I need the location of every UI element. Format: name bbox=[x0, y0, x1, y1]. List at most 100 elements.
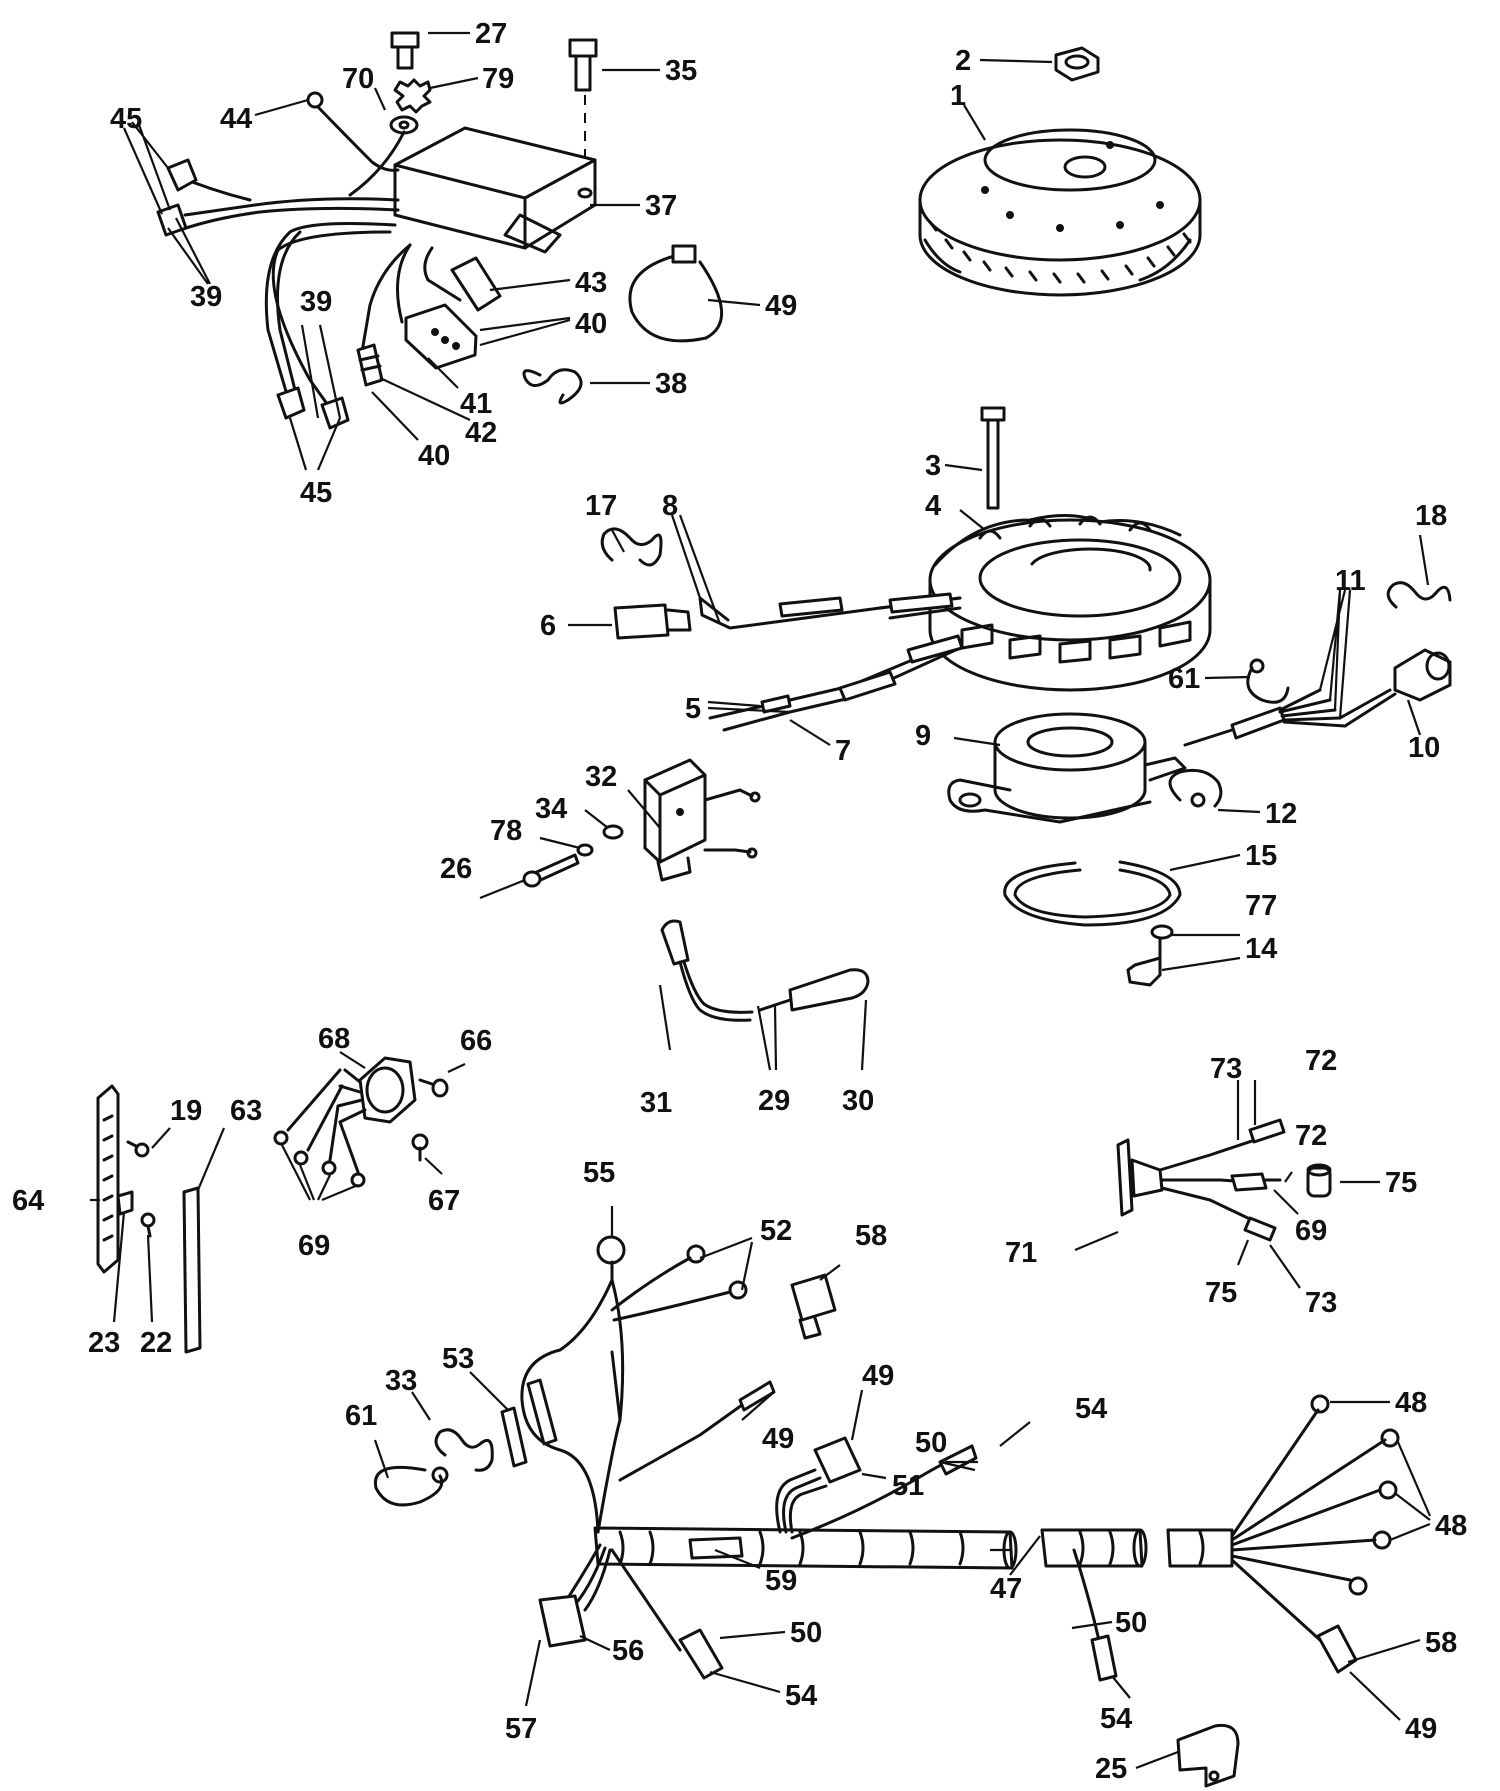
timer-leads bbox=[708, 634, 964, 732]
callout-10: 10 bbox=[1408, 732, 1440, 764]
retaining-ring bbox=[1003, 860, 1182, 927]
callout-67: 69 bbox=[298, 1230, 330, 1262]
callout-41: 41 bbox=[460, 388, 492, 420]
callout-75: 75 bbox=[1385, 1167, 1417, 1199]
callout-51: 51 bbox=[892, 1470, 924, 1502]
harness-wires bbox=[173, 173, 462, 417]
rectifier bbox=[1116, 1118, 1286, 1242]
timer-base bbox=[947, 712, 1187, 824]
callout-8: 7 bbox=[835, 735, 851, 767]
callout-73-bottom: 75 bbox=[1205, 1277, 1237, 1309]
cover-62 bbox=[182, 1186, 202, 1354]
stator-bolt bbox=[980, 406, 1006, 510]
callout-59: 59 bbox=[765, 1565, 797, 1597]
callout-38: 38 bbox=[655, 368, 687, 400]
screw-19 bbox=[126, 1140, 150, 1158]
screw-22 bbox=[140, 1212, 156, 1238]
clip-23 bbox=[116, 1190, 134, 1216]
callout-73-top: 73 bbox=[1210, 1053, 1242, 1085]
spark-plug-lead-31 bbox=[660, 919, 754, 1022]
callout-58-top: 58 bbox=[855, 1220, 887, 1252]
strap-12 bbox=[1168, 768, 1223, 808]
callout-61-bottom: 61 bbox=[345, 1400, 377, 1432]
callout-7: 8 bbox=[662, 490, 678, 522]
callout-58-bottom: 58 bbox=[1425, 1627, 1457, 1659]
callout-62: 63 bbox=[230, 1095, 262, 1127]
power-pack bbox=[348, 126, 597, 254]
fuse-53 bbox=[500, 1406, 528, 1468]
main-wire-harness bbox=[593, 1526, 1234, 1570]
callout-34: 34 bbox=[535, 793, 567, 825]
callout-3: 3 bbox=[925, 450, 941, 482]
terminal-strip bbox=[96, 1084, 120, 1274]
callout-54-top: 54 bbox=[1075, 1393, 1107, 1425]
clip-14 bbox=[1126, 956, 1162, 987]
callout-79: 79 bbox=[482, 63, 514, 95]
connector-75 bbox=[1306, 1163, 1332, 1198]
bolt-35 bbox=[568, 38, 598, 175]
strap-61-bottom bbox=[373, 1465, 449, 1507]
callout-48-right: 48 bbox=[1435, 1510, 1467, 1542]
callout-31: 31 bbox=[640, 1087, 672, 1119]
clamp-25 bbox=[1176, 1723, 1240, 1788]
retainer-38 bbox=[522, 368, 583, 405]
callout-57: 57 bbox=[505, 1713, 537, 1745]
callout-35: 35 bbox=[665, 55, 697, 87]
lock-washer bbox=[393, 78, 432, 114]
callout-50-right: 50 bbox=[1115, 1607, 1147, 1639]
callout-39-left: 39 bbox=[190, 281, 222, 313]
harness-left-branches bbox=[520, 1235, 1118, 1682]
callout-2: 2 bbox=[955, 45, 971, 77]
callout-27: 27 bbox=[475, 18, 507, 50]
callout-68: 70 bbox=[342, 63, 374, 95]
screw-64 bbox=[418, 1078, 449, 1098]
callout-45-top: 45 bbox=[110, 103, 142, 135]
callout-32: 32 bbox=[585, 761, 617, 793]
cable-strap bbox=[628, 244, 723, 343]
callout-77: 77 bbox=[1245, 890, 1277, 922]
bolt-27 bbox=[390, 31, 420, 70]
screw-77 bbox=[1150, 924, 1174, 958]
flywheel-nut bbox=[1054, 46, 1100, 82]
callout-14: 14 bbox=[1245, 933, 1277, 965]
callout-1: 1 bbox=[950, 80, 966, 112]
callout-25: 25 bbox=[1095, 1753, 1127, 1785]
screw-26 bbox=[522, 853, 580, 888]
callout-42: 42 bbox=[465, 417, 497, 449]
callout-12: 12 bbox=[1265, 798, 1297, 830]
callout-63: 64 bbox=[12, 1185, 44, 1217]
retainer-18 bbox=[1386, 581, 1452, 609]
callout-44: 44 bbox=[220, 103, 252, 135]
retainer-33 bbox=[434, 1428, 494, 1472]
callout-47: 47 bbox=[990, 1573, 1022, 1605]
spark-plug-lead-30 bbox=[758, 968, 870, 1012]
solenoid-66 bbox=[273, 1056, 417, 1188]
callout-43: 43 bbox=[575, 267, 607, 299]
callout-11: 11 bbox=[1335, 565, 1366, 597]
lock-washer-78 bbox=[576, 843, 594, 857]
ignition-coil bbox=[643, 758, 761, 882]
callout-6: 6 bbox=[540, 610, 556, 642]
callout-54-bottom: 54 bbox=[1100, 1703, 1132, 1735]
connector-58-top bbox=[790, 1273, 837, 1340]
callout-39-right: 39 bbox=[300, 286, 332, 318]
callout-49-middle: 49 bbox=[762, 1423, 794, 1455]
callout-4: 4 bbox=[925, 490, 941, 522]
callout-22: 22 bbox=[140, 1327, 172, 1359]
stator-leads bbox=[698, 592, 962, 630]
callout-54-middle: 54 bbox=[785, 1680, 817, 1712]
callout-37: 37 bbox=[645, 190, 677, 222]
retainer-17 bbox=[600, 527, 663, 567]
callout-15: 15 bbox=[1245, 840, 1277, 872]
callout-17: 17 bbox=[585, 490, 617, 522]
callout-40-bottom: 40 bbox=[418, 440, 450, 472]
callout-45-bottom: 45 bbox=[300, 477, 332, 509]
callout-19: 19 bbox=[170, 1095, 202, 1127]
callout-33: 33 bbox=[385, 1365, 417, 1397]
harness-ring-terminals bbox=[1230, 1394, 1400, 1674]
connector-41 bbox=[404, 303, 478, 370]
callout-72-top: 72 bbox=[1305, 1045, 1337, 1077]
callout-70: 69 bbox=[1295, 1215, 1327, 1247]
connector-42 bbox=[356, 343, 384, 387]
